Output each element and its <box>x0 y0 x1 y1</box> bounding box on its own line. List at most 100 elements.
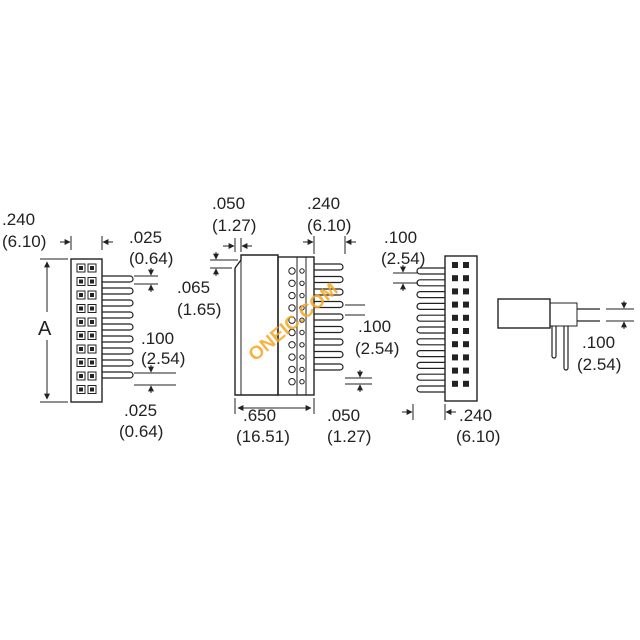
watermark: ONEIC.COM <box>245 279 343 366</box>
view3-pitch-mm: (2.54) <box>381 249 425 268</box>
contact-hole <box>288 279 296 287</box>
contact-cell <box>87 277 97 286</box>
contact-hole <box>288 378 296 386</box>
contact-cell <box>76 277 86 286</box>
view3-pitch-in: .100 <box>384 228 417 247</box>
contact-cell <box>76 385 86 394</box>
contact-hole <box>288 341 296 349</box>
contact-cell <box>87 290 97 300</box>
contact-cell <box>76 371 86 381</box>
view2-pins <box>314 263 344 371</box>
contact-cell <box>76 331 86 340</box>
contact-hole <box>299 354 305 360</box>
pin <box>416 279 445 287</box>
contact-hole <box>299 329 305 336</box>
contact-square <box>463 262 469 268</box>
contact-cell <box>87 344 97 354</box>
pin <box>314 263 344 271</box>
contact-square <box>452 288 458 295</box>
view3-pins <box>416 267 445 393</box>
view1-width-mm: (6.10) <box>2 232 46 251</box>
contact-cell <box>87 331 97 340</box>
view1-pitch-in: .100 <box>141 329 174 348</box>
view2-length-mm: (16.51) <box>236 427 290 446</box>
contact-square <box>452 314 458 321</box>
view2-offset-in: .050 <box>212 194 245 213</box>
pin <box>314 338 344 346</box>
view4-tail-left <box>551 326 557 359</box>
contact-hole <box>299 292 305 299</box>
contact-cell-core <box>79 293 83 297</box>
view4-pitch-in: .100 <box>582 333 615 352</box>
contact-cell <box>76 290 86 300</box>
contact-hole <box>288 267 296 275</box>
view3-body <box>444 255 478 402</box>
contact-cell-core <box>90 333 94 338</box>
contact-square <box>452 354 458 361</box>
view1-pitch-mm: (2.54) <box>141 349 185 368</box>
contact-square <box>463 341 469 348</box>
contact-square <box>452 341 458 348</box>
pin <box>314 363 344 371</box>
pin <box>416 361 445 369</box>
contact-square <box>452 301 458 308</box>
contact-square <box>452 275 458 282</box>
contact-cell <box>87 304 97 313</box>
contact-cell-core <box>90 347 94 351</box>
contact-cell-core <box>90 374 94 378</box>
contact-hole <box>288 328 296 337</box>
pin <box>416 338 445 346</box>
contact-cell-core <box>90 266 94 270</box>
view2-depth-mm: (6.10) <box>307 216 351 235</box>
view2-lip-mm: (1.65) <box>177 300 221 319</box>
pin <box>416 326 445 334</box>
contact-cell-core <box>90 293 94 297</box>
view1-pin-width-top-in: .025 <box>129 228 162 247</box>
view4-pitch-mm: (2.54) <box>577 355 621 374</box>
pin <box>102 311 134 319</box>
contact-cell <box>76 304 86 313</box>
pin <box>416 267 445 275</box>
view3-width-in: .240 <box>459 406 492 425</box>
contact-cell <box>87 371 97 381</box>
view1-pin-width-bottom-in: .025 <box>124 401 157 420</box>
pin <box>102 335 134 343</box>
pin <box>314 300 344 309</box>
contact-hole <box>299 366 305 373</box>
view3-width-mm: (6.10) <box>456 427 500 446</box>
contact-cell-core <box>79 266 83 270</box>
contact-hole <box>299 305 305 311</box>
pin <box>102 275 134 283</box>
contact-cell-core <box>79 374 83 378</box>
pin <box>416 385 445 393</box>
pin <box>314 288 344 296</box>
view2-depth-in: .240 <box>307 194 340 213</box>
contact-cell <box>76 358 86 367</box>
contact-hole <box>288 304 296 312</box>
pin <box>102 347 134 355</box>
view1-pins <box>102 275 134 379</box>
pin <box>314 350 344 359</box>
contact-hole <box>299 342 305 348</box>
view2-pitch-mm: (2.54) <box>355 339 399 358</box>
view2-offset-mm: (1.27) <box>212 216 256 235</box>
contact-square <box>463 314 469 321</box>
contact-cell <box>76 317 86 327</box>
contact-cell-core <box>79 333 83 338</box>
pin <box>416 291 445 299</box>
pin <box>416 350 445 358</box>
contact-hole <box>299 379 305 385</box>
pin <box>102 359 134 367</box>
contact-cell <box>87 317 97 327</box>
view3-contact-grid <box>452 262 469 387</box>
view4-tail-right <box>563 326 569 371</box>
view2-tail-in: .050 <box>327 406 360 425</box>
contact-cell-core <box>79 306 83 311</box>
view1-contact-grid <box>76 263 97 394</box>
view4-body <box>497 298 551 329</box>
view1-pin-width-bottom-mm: (0.64) <box>119 422 163 441</box>
view1-front: .240 (6.10) A .025 (0.64) .100 (2.54) .0… <box>2 210 185 441</box>
contact-cell-core <box>90 387 94 392</box>
contact-cell-core <box>79 279 83 284</box>
